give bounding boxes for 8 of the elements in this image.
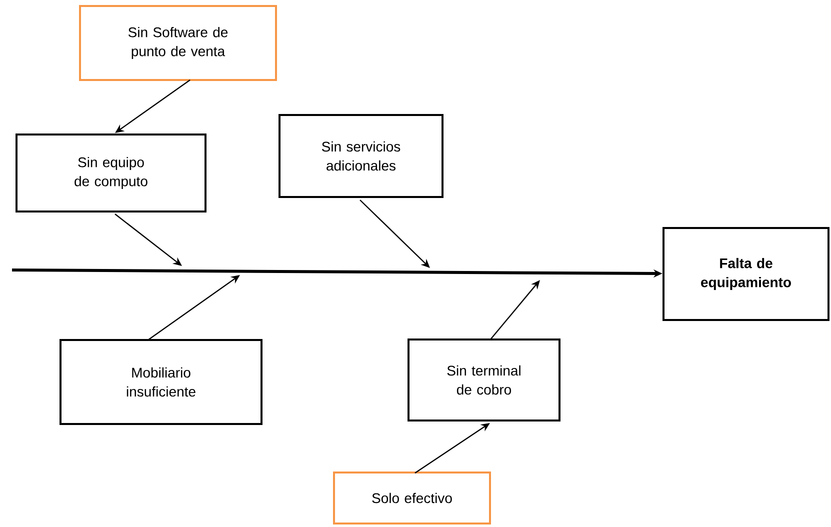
- cause-box: Sin equipo de computo: [16, 134, 206, 212]
- cause-box: Sin Software de punto de venta: [79, 5, 277, 81]
- effect-box: Falta de equipamiento: [662, 227, 830, 321]
- cause-box: Sin servicios adicionales: [278, 114, 444, 198]
- arrow: [360, 200, 430, 268]
- cause-box: Mobiliario insuficiente: [60, 339, 262, 425]
- cause-box: Solo efectivo: [333, 472, 491, 524]
- cause-box: Sin terminal de cobro: [408, 338, 560, 422]
